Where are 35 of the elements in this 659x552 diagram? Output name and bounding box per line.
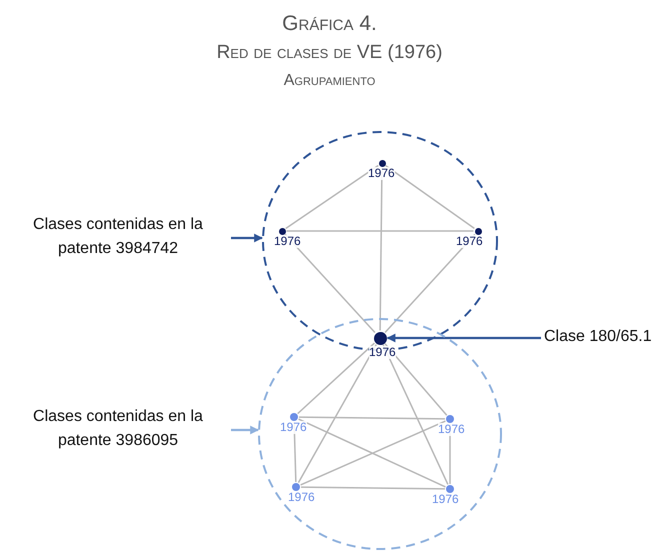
network-edge-line [297, 342, 375, 414]
node-year-label: 1976 [288, 491, 315, 504]
figure-subtitle: Red de clases de VE (1976) [216, 42, 442, 64]
network-node-dot [291, 482, 301, 492]
figure-subheading: Agrupamiento [284, 72, 376, 90]
network-node-dot [474, 226, 482, 236]
dashed-group-circle [258, 318, 502, 550]
network-edge-line [382, 344, 449, 485]
network-node-dot [289, 412, 299, 422]
node-year-label: 1976 [438, 423, 465, 436]
network-edge-line [301, 486, 445, 490]
network-node-dot [378, 158, 386, 168]
node-year-label: 1976 [280, 421, 307, 434]
network-edge-line [384, 343, 448, 416]
network-edge-line [285, 164, 379, 230]
figure-title: Gráfica 4. [282, 12, 377, 36]
network-node-dot [445, 414, 455, 424]
pointer-arrow [231, 234, 263, 242]
network-edge-line [298, 344, 377, 484]
node-year-label: 1976 [274, 234, 301, 248]
pointer-arrow [231, 426, 259, 434]
annotation-text: Clase 180/65.1 [544, 325, 656, 351]
annotation-text: Clases contenidas en la patente 3986095 [8, 405, 228, 455]
node-year-label: 1976 [368, 166, 395, 180]
node-year-label: 1976 [369, 346, 396, 358]
network-edge-line [286, 230, 474, 232]
pointer-arrow [386, 334, 541, 342]
network-node-dot [445, 484, 455, 494]
network-node-dot [278, 226, 286, 236]
network-node-dot [372, 330, 388, 346]
network-edge-line [385, 164, 475, 230]
annotation-text: Clases contenidas en la patente 3984742 [8, 213, 228, 263]
node-year-label: 1976 [432, 493, 459, 506]
node-year-label: 1976 [456, 234, 483, 248]
network-edge-line [299, 416, 445, 420]
